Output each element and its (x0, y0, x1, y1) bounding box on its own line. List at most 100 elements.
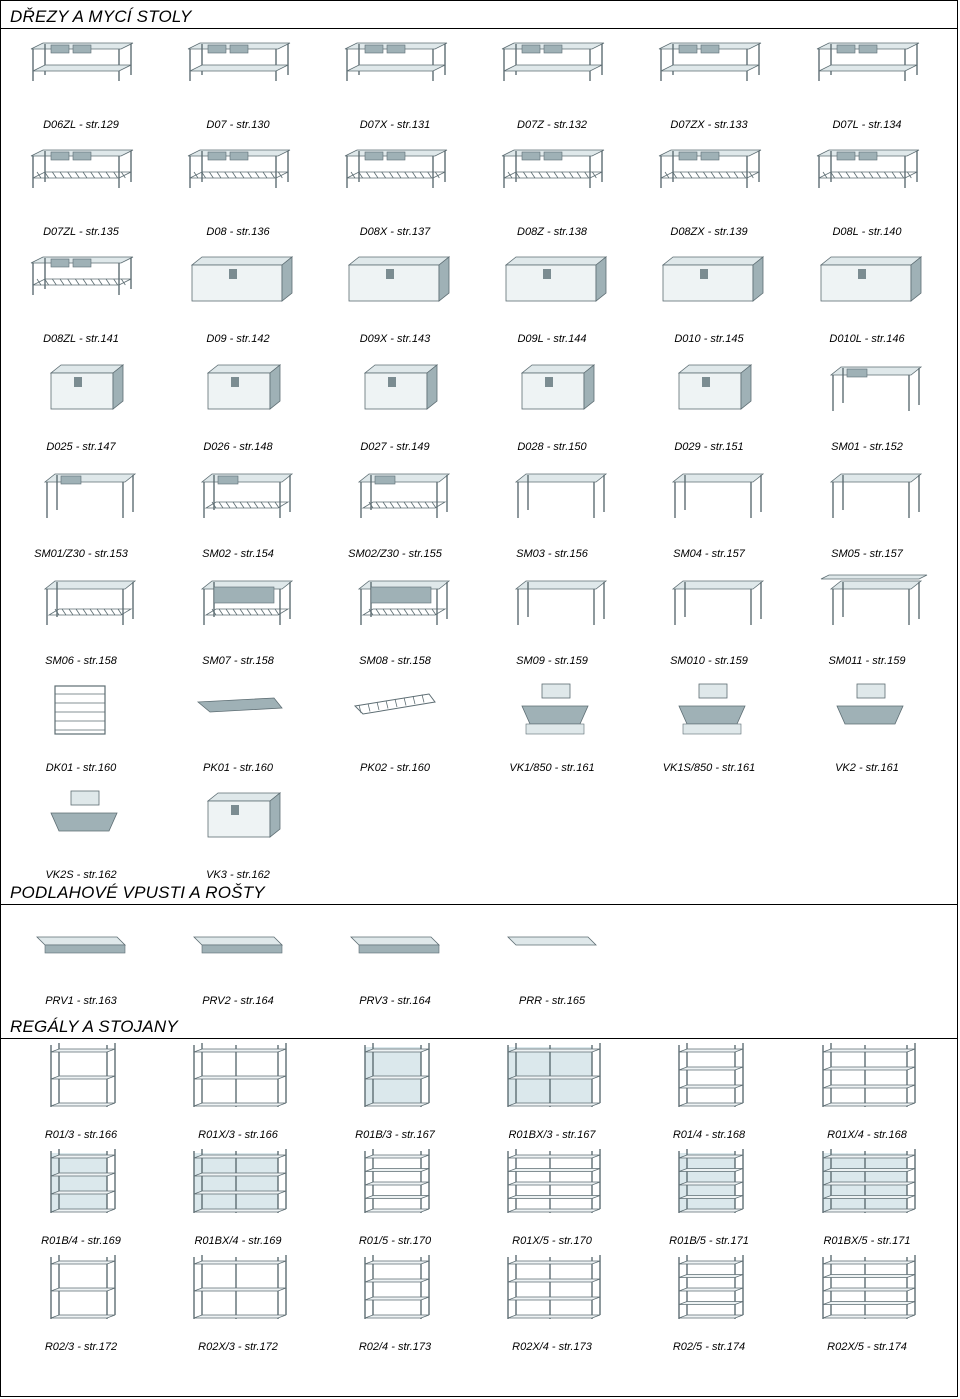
product-label: R02/4 - str.173 (358, 1341, 432, 1353)
product-image (658, 149, 762, 189)
product-image (661, 256, 765, 303)
product-image (190, 256, 294, 303)
product-label: SM010 - str.159 (670, 655, 748, 667)
product-label: PK02 - str.160 (360, 762, 430, 775)
product-label: D010L - str.146 (829, 333, 905, 346)
product-image (30, 256, 134, 296)
product-label: R02/3 - str.172 (44, 1341, 118, 1353)
product-image (200, 473, 294, 518)
product-label: R02/5 - str.174 (672, 1341, 746, 1353)
product-image (50, 1149, 116, 1213)
product-label: SM05 - str.157 (831, 547, 903, 560)
product-image (187, 149, 291, 189)
product-image (507, 1255, 601, 1319)
product-image (344, 149, 448, 189)
product-image (49, 363, 125, 410)
product-image (819, 256, 923, 303)
section-title-text: PODLAHOVÉ VPUSTI A ROŠTY (10, 883, 265, 902)
product-label: PRV3 - str.164 (359, 995, 431, 1007)
product-image (816, 149, 920, 189)
product-label: VK1/850 - str.161 (509, 762, 595, 775)
product-label: D07ZX - str.133 (670, 119, 748, 131)
product-label: SM011 - str.159 (828, 655, 906, 667)
product-image (357, 580, 451, 625)
product-label: D08L - str.140 (832, 226, 902, 239)
product-image (353, 693, 436, 715)
product-image (816, 42, 920, 81)
section-title: DŘEZY A MYCÍ STOLY (1, 3, 957, 29)
product-image (344, 42, 448, 81)
product-image (678, 1043, 744, 1107)
product-label: R01B/3 - str.167 (355, 1129, 435, 1141)
product-image (678, 1149, 744, 1213)
product-label: SM04 - str.157 (673, 547, 745, 560)
product-image (363, 363, 439, 410)
product-image (206, 792, 282, 839)
product-image (196, 697, 283, 713)
product-image (187, 42, 291, 81)
product-label: PRV1 - str.163 (45, 995, 117, 1007)
product-label: R02X/5 - str.174 (827, 1341, 907, 1353)
product-label: R01BX/3 - str.167 (508, 1129, 596, 1141)
product-image (200, 580, 294, 625)
product-label: SM08 - str.158 (359, 655, 431, 667)
product-label: PRV2 - str.164 (202, 995, 274, 1007)
product-image (50, 1255, 116, 1319)
section-title: REGÁLY A STOJANY (1, 1013, 957, 1039)
product-label: D08X - str.137 (359, 226, 431, 239)
product-image (50, 790, 118, 832)
product-image (820, 574, 928, 625)
product-image (43, 473, 137, 518)
product-label: R02X/4 - str.173 (512, 1341, 592, 1353)
product-label: D08ZL - str.141 (43, 333, 119, 346)
product-image (193, 1149, 287, 1213)
product-label: R01/5 - str.170 (358, 1235, 432, 1247)
product-label: D025 - str.147 (46, 440, 116, 453)
product-image (54, 685, 106, 735)
product-label: SM02 - str.154 (202, 547, 274, 560)
product-label: D026 - str.148 (203, 440, 273, 453)
product-image (829, 473, 923, 518)
section-title-text: REGÁLY A STOJANY (10, 1017, 178, 1036)
product-label: R01/3 - str.166 (44, 1129, 118, 1141)
product-image (347, 256, 451, 303)
product-label: SM01 - str.152 (831, 440, 903, 453)
product-label: D07L - str.134 (832, 119, 902, 131)
product-image (350, 936, 440, 954)
product-image (364, 1043, 430, 1107)
product-label: D06ZL - str.129 (43, 119, 119, 131)
product-label: R01B/5 - str.171 (669, 1235, 749, 1247)
product-image (507, 1149, 601, 1213)
product-image (521, 683, 589, 735)
product-image (678, 683, 746, 735)
product-label: D028 - str.150 (517, 440, 587, 453)
product-image (507, 936, 597, 946)
product-image (822, 1043, 916, 1107)
product-image (193, 1043, 287, 1107)
product-image (678, 1255, 744, 1319)
product-label: SM07 - str.158 (202, 655, 274, 667)
product-label: D08ZX - str.139 (670, 226, 748, 239)
product-label: SM03 - str.156 (516, 547, 588, 560)
product-label: D027 - str.149 (360, 440, 430, 453)
product-image (501, 149, 605, 189)
product-label: R01X/3 - str.166 (198, 1129, 278, 1141)
product-image (36, 936, 126, 954)
product-label: DK01 - str.160 (45, 762, 117, 775)
product-image (520, 363, 596, 410)
product-label: D08Z - str.138 (517, 226, 587, 239)
product-image (357, 473, 451, 518)
section-title: PODLAHOVÉ VPUSTI A ROŠTY (1, 879, 957, 905)
product-image (822, 1255, 916, 1319)
product-label: R02X/3 - str.172 (198, 1341, 278, 1353)
product-label: D09X - str.143 (359, 333, 431, 346)
product-label: VK3 - str.162 (206, 869, 270, 882)
product-label: R01X/4 - str.168 (827, 1129, 907, 1141)
product-image (193, 936, 283, 954)
product-label: VK1S/850 - str.161 (662, 762, 756, 775)
product-label: D07X - str.131 (359, 119, 431, 131)
product-label: SM06 - str.158 (45, 655, 117, 667)
product-image (50, 1043, 116, 1107)
product-image (193, 1255, 287, 1319)
product-label: D010 - str.145 (674, 333, 744, 346)
